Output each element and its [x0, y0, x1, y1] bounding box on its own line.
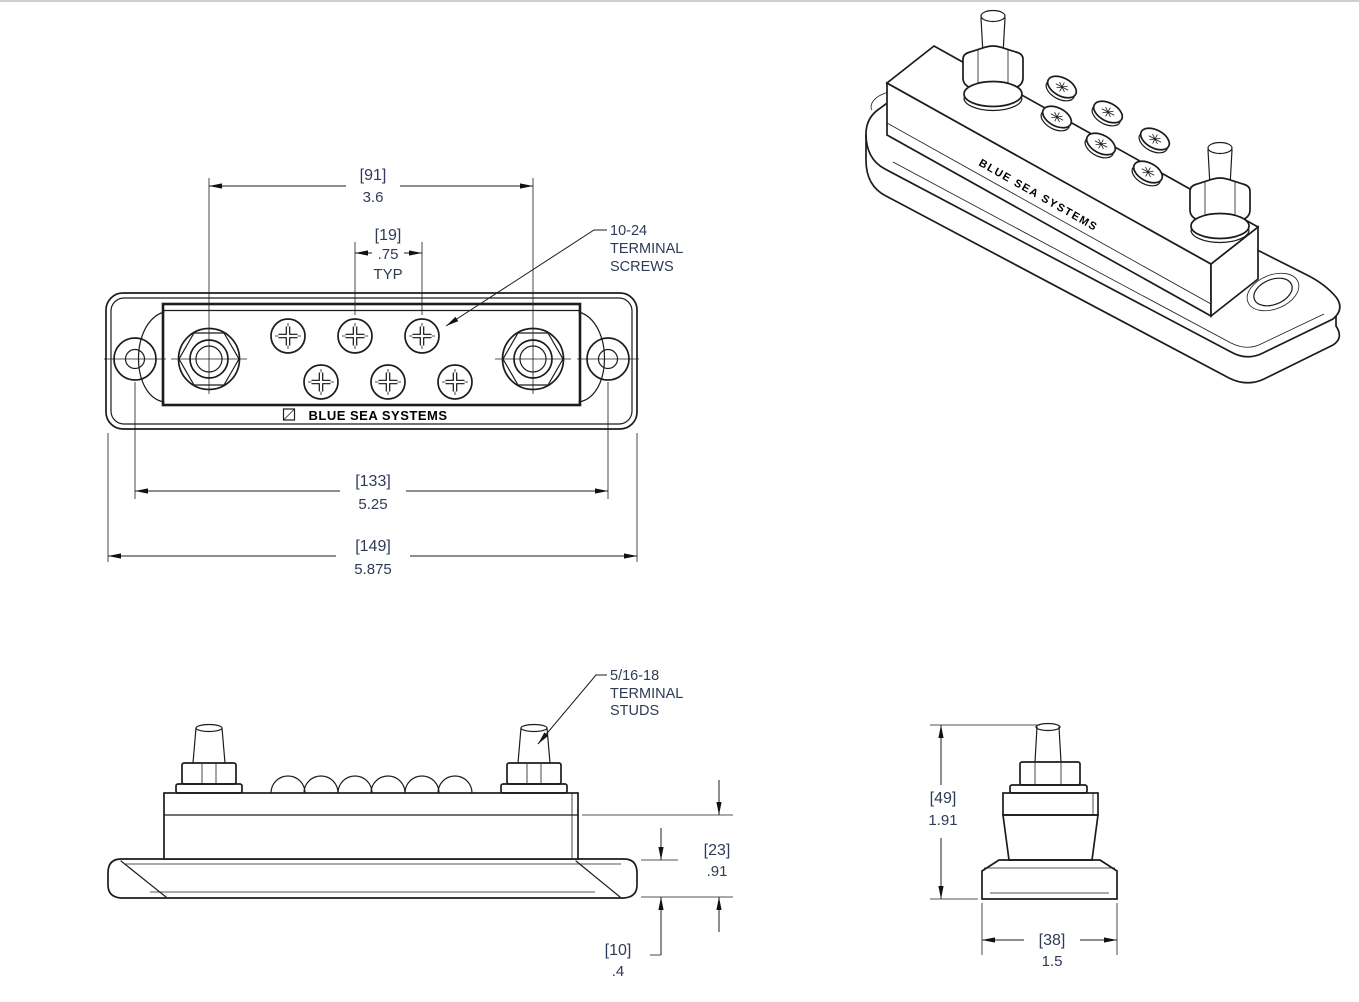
dim-133-mm: [133] — [355, 473, 391, 490]
dim-133-in: 5.25 — [358, 496, 387, 513]
terminal-screws — [270, 318, 473, 400]
iso-stud-far — [962, 9, 1024, 112]
screw-callout-line3: SCREWS — [610, 259, 674, 275]
mounting-hole-left — [104, 337, 166, 381]
dim-base-height: [10] .4 — [605, 828, 664, 980]
side-view: 5/16-18 TERMINAL STUDS [23] .91 [10] .4 — [107, 668, 733, 980]
dim-91-in: 3.6 — [363, 189, 384, 206]
dim-38-mm: [38] — [1039, 932, 1066, 949]
screw-domes — [270, 775, 473, 794]
screw-callout-line1: 10-24 — [610, 223, 647, 239]
stud-callout: 5/16-18 TERMINAL STUDS — [537, 668, 683, 745]
dim-overall-height: [49] 1.91 — [928, 724, 1040, 900]
end-stud — [1009, 722, 1088, 794]
side-block — [163, 775, 579, 860]
brand-logo-icon — [282, 408, 296, 421]
dim-149-mm: [149] — [355, 538, 391, 555]
dim-screw-pitch: [19] .75 TYP — [354, 227, 423, 315]
iso-screws — [1040, 75, 1171, 187]
brand-strip: BLUE SEA SYSTEMS — [282, 408, 448, 423]
dim-38-in: 1.5 — [1042, 953, 1063, 970]
dim-23-mm: [23] — [704, 842, 731, 859]
side-stud-left — [175, 723, 243, 794]
side-base — [107, 858, 638, 899]
screw-callout: 10-24 TERMINAL SCREWS — [445, 223, 683, 327]
dim-stud-spacing: [91] 3.6 — [208, 167, 534, 394]
dim-19-mm: [19] — [375, 227, 402, 244]
screw-callout-line2: TERMINAL — [610, 241, 683, 257]
dim-overall-width: [38] 1.5 — [981, 903, 1118, 970]
dim-overall-length: [149] 5.875 — [107, 433, 638, 578]
stud-callout-line2: TERMINAL — [610, 686, 683, 702]
iso-stud-near — [1189, 141, 1251, 244]
dim-49-mm: [49] — [930, 790, 957, 807]
stud-callout-line3: STUDS — [610, 703, 659, 719]
dim-body-height: [23] .91 — [582, 780, 733, 932]
dim-19-in: .75 — [378, 246, 399, 263]
stud-callout-line1: 5/16-18 — [610, 668, 659, 684]
dim-mount-spacing: [133] 5.25 — [134, 382, 609, 513]
dim-23-in: .91 — [707, 863, 728, 880]
side-stud-right — [500, 723, 568, 794]
isometric-view: BLUE SEA SYSTEMS — [865, 9, 1341, 384]
front-view: BLUE SEA SYSTEMS [91] 3.6 [19] .75 TYP 1… — [104, 167, 683, 578]
end-base — [981, 859, 1118, 900]
dim-10-mm: [10] — [605, 942, 632, 959]
dim-149-in: 5.875 — [354, 561, 392, 578]
end-view: [49] 1.91 [38] 1.5 — [928, 722, 1118, 970]
dim-91-mm: [91] — [360, 167, 387, 184]
end-block — [1002, 792, 1099, 861]
dim-19-typ: TYP — [373, 266, 402, 283]
iso-mounting-hole — [1246, 272, 1300, 312]
dim-49-in: 1.91 — [928, 812, 957, 829]
front-body — [105, 292, 638, 430]
dim-10-in: .4 — [612, 963, 625, 980]
brand-label: BLUE SEA SYSTEMS — [309, 408, 448, 423]
mounting-hole-right — [577, 337, 639, 381]
